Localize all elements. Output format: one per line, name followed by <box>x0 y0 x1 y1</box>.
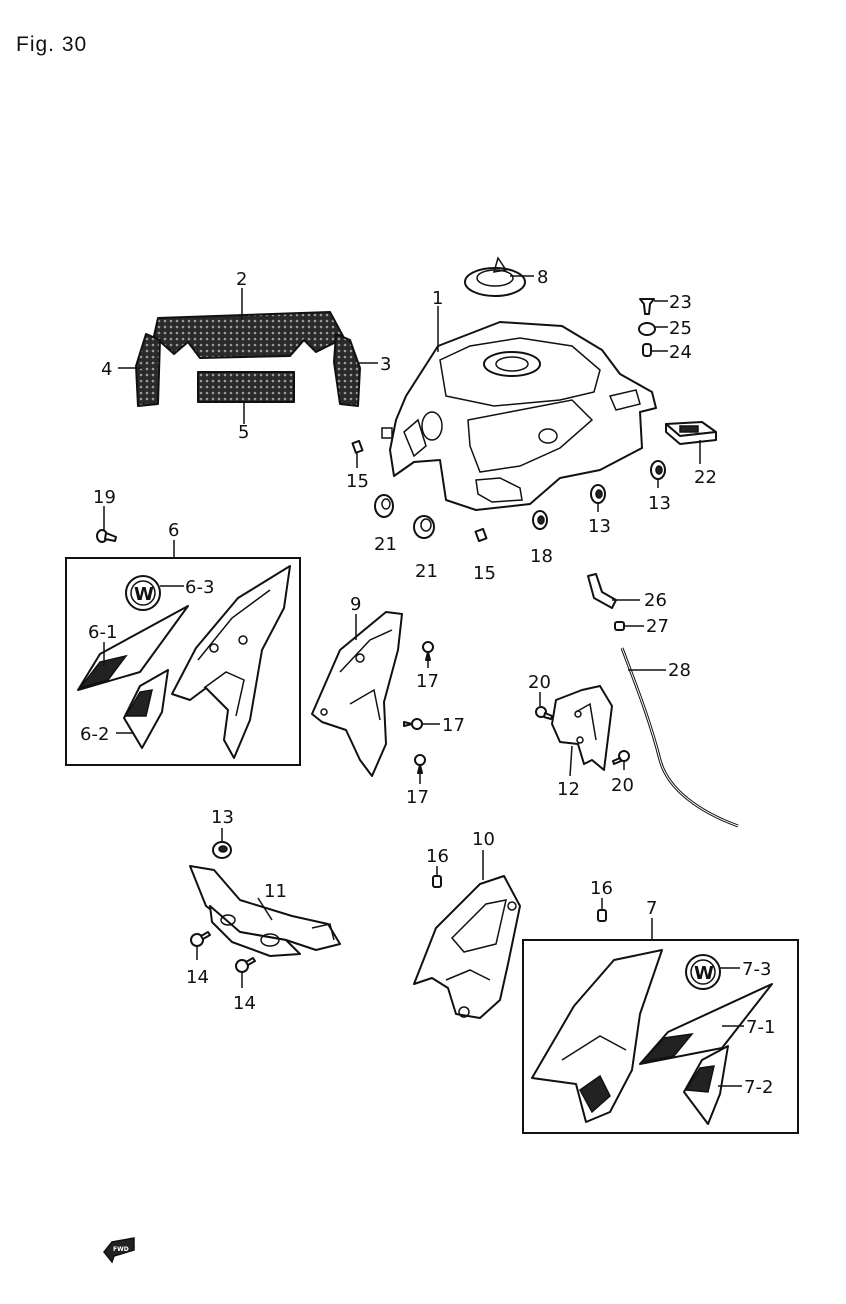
kit-box-7 <box>522 939 799 1134</box>
callout-6: 6 <box>168 520 179 541</box>
fwd-label: FWD <box>113 1246 129 1253</box>
callout-6-1: 6-1 <box>88 622 117 643</box>
callout-6-2: 6-2 <box>80 724 109 745</box>
clip-15b <box>474 527 488 543</box>
callout-14-left: 14 <box>186 967 209 988</box>
callout-24: 24 <box>669 342 692 363</box>
pad-3 <box>333 333 361 407</box>
pad-2 <box>153 311 345 359</box>
bracket-11 <box>189 865 341 957</box>
side-cover-7 <box>531 949 663 1123</box>
pad-5 <box>197 371 295 403</box>
inner-panel-10 <box>413 875 521 1019</box>
callout-12: 12 <box>557 779 580 800</box>
kit-box-6 <box>65 557 301 766</box>
callout-19: 19 <box>93 487 116 508</box>
callout-27: 27 <box>646 616 669 637</box>
callout-17-bottom: 17 <box>406 787 429 808</box>
breather-tube-28 <box>620 647 739 828</box>
bolt-14a <box>190 931 211 947</box>
callout-22: 22 <box>694 467 717 488</box>
emblem-6-3-letter: W <box>134 584 154 605</box>
bolt-14b <box>235 957 256 973</box>
grommet-13a <box>590 484 606 504</box>
fuel-cap <box>464 256 526 297</box>
callout-7-1: 7-1 <box>746 1017 775 1038</box>
fuel-tank <box>381 321 657 511</box>
screw-17b <box>403 718 423 730</box>
callout-16-left: 16 <box>426 846 449 867</box>
pad-4 <box>135 333 161 407</box>
emblem-7-3-letter: W <box>694 963 714 984</box>
callout-15-tank-center: 15 <box>473 563 496 584</box>
callout-labels: 2 4 3 5 1 8 23 25 24 22 13 13 15 18 15 2… <box>80 267 775 1098</box>
hardware-23-25-24 <box>638 298 656 357</box>
hose-26 <box>587 573 617 609</box>
bracket-12 <box>551 685 613 771</box>
bolt-19 <box>96 529 117 543</box>
callout-20-bottom: 20 <box>611 775 634 796</box>
callout-5: 5 <box>238 422 249 443</box>
callout-7: 7 <box>646 898 657 919</box>
decal-7-2 <box>683 1045 729 1125</box>
callout-28: 28 <box>668 660 691 681</box>
callout-23: 23 <box>669 292 692 313</box>
callout-17-middle: 17 <box>442 715 465 736</box>
callout-10: 10 <box>472 829 495 850</box>
decal-6-1 <box>77 605 189 691</box>
fwd-arrow-icon: FWD <box>103 1237 135 1264</box>
callout-13-bracket: 13 <box>211 807 234 828</box>
callout-14-right: 14 <box>233 993 256 1014</box>
emblem-6-3: W <box>125 575 161 611</box>
leader-lines <box>103 275 744 1087</box>
callout-21-left: 21 <box>374 534 397 555</box>
callout-7-2: 7-2 <box>744 1077 773 1098</box>
bolt-20b <box>612 750 630 765</box>
callout-25: 25 <box>669 318 692 339</box>
callout-15-tank-left: 15 <box>346 471 369 492</box>
callout-2: 2 <box>236 269 247 290</box>
callout-13-tank-right: 13 <box>648 493 671 514</box>
callout-4: 4 <box>101 359 112 380</box>
callout-16-right: 16 <box>590 878 613 899</box>
grommet-21b <box>413 515 435 539</box>
callout-9: 9 <box>350 594 361 615</box>
figure-title: Fig. 30 <box>16 33 88 56</box>
emblem-7-3: W <box>685 954 721 990</box>
callout-21-right: 21 <box>415 561 438 582</box>
tank-pad-group <box>135 311 361 407</box>
callout-13-tank-center: 13 <box>588 516 611 537</box>
callout-20-top: 20 <box>528 672 551 693</box>
decal-7-1 <box>639 983 773 1065</box>
callout-18: 18 <box>530 546 553 567</box>
bracket-22 <box>665 421 717 445</box>
clip-16b <box>597 909 607 922</box>
clamp-27 <box>614 621 625 631</box>
callout-6-3: 6-3 <box>185 577 214 598</box>
callout-3: 3 <box>380 354 391 375</box>
callout-7-3: 7-3 <box>742 959 771 980</box>
decal-6-2 <box>123 669 169 749</box>
side-cover-6 <box>171 565 291 759</box>
callout-8: 8 <box>537 267 548 288</box>
grommet-13b <box>650 460 666 480</box>
bolt-20a <box>535 706 553 720</box>
callout-1: 1 <box>432 288 443 309</box>
grommet-21a <box>374 494 394 518</box>
clip-15a <box>351 439 364 454</box>
callout-17-top: 17 <box>416 671 439 692</box>
callout-26: 26 <box>644 590 667 611</box>
inner-panel-9 <box>311 611 403 777</box>
clip-16a <box>432 875 442 888</box>
grommet-13c <box>212 841 232 859</box>
grommet-18 <box>532 510 548 530</box>
callout-11: 11 <box>264 881 287 902</box>
